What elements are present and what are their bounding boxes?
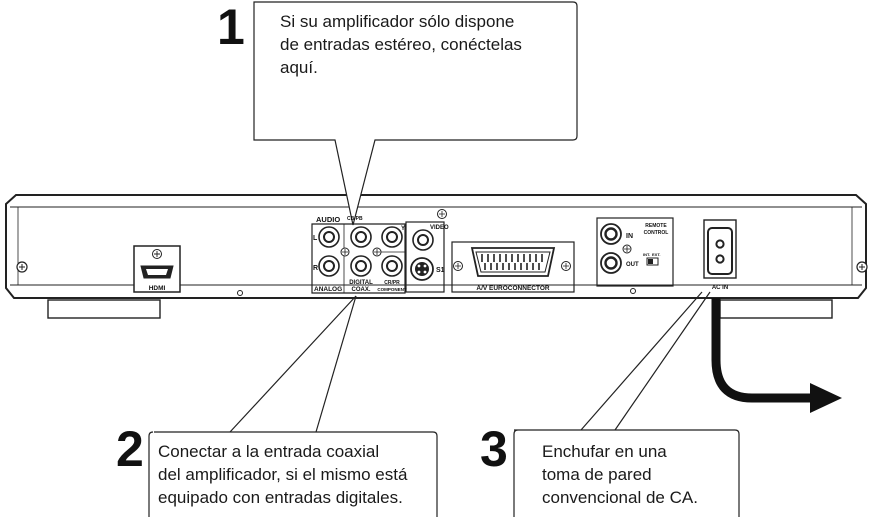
callout-2-number: 2	[116, 421, 144, 477]
label-component: COMPONENT	[377, 287, 407, 292]
label-int: INT.	[643, 252, 650, 257]
callout-1-box	[253, 1, 578, 226]
callout-2-text: Conectar a la entrada coaxial del amplif…	[158, 442, 408, 507]
callout-2-box	[148, 431, 438, 517]
label-remote: REMOTE	[645, 223, 667, 229]
remote-control-panel	[596, 217, 674, 294]
video-panel	[405, 209, 447, 293]
label-r: R	[313, 265, 318, 272]
label-ext: EXT.	[652, 252, 660, 257]
label-cbpb: CB/PB	[347, 216, 363, 222]
label-in: IN	[626, 233, 633, 240]
label-euroconnector: A/V EUROCONNECTOR	[476, 285, 549, 292]
callout-1-text: Si su amplificador sólo dispone de entra…	[280, 12, 522, 77]
label-coax: COAX.	[351, 287, 370, 293]
ac-inlet	[703, 219, 737, 279]
screw-icon	[16, 261, 28, 273]
label-l: L	[313, 235, 318, 242]
label-digital: DIGITAL	[349, 280, 373, 286]
callout-2-pointer	[229, 295, 357, 433]
label-control: CONTROL	[644, 230, 669, 236]
callout-3-pointer	[580, 291, 711, 431]
power-cord-arrow	[711, 298, 842, 413]
callout-3-number: 3	[480, 421, 508, 477]
label-out: OUT	[626, 262, 639, 268]
label-y: Y	[401, 226, 405, 232]
hdmi-port	[133, 245, 181, 293]
callout-3-box	[513, 429, 740, 517]
scart-connector	[451, 241, 575, 293]
label-analog: ANALOG	[314, 286, 342, 293]
callout-1-number: 1	[217, 0, 245, 55]
label-s1: S1	[436, 267, 445, 274]
left-foot	[47, 299, 161, 319]
label-ac-in: AC IN	[712, 285, 728, 291]
device-body	[5, 194, 867, 299]
label-hdmi: HDMI	[149, 285, 166, 292]
label-crpr: CR/PR	[384, 280, 400, 286]
right-foot	[719, 299, 833, 319]
label-video: VIDEO	[430, 225, 449, 231]
label-audio: AUDIO	[316, 215, 340, 224]
callout-3-text: Enchufar en una toma de pared convencion…	[542, 442, 698, 507]
screw-icon	[856, 261, 868, 273]
audio-video-panel	[311, 223, 406, 294]
